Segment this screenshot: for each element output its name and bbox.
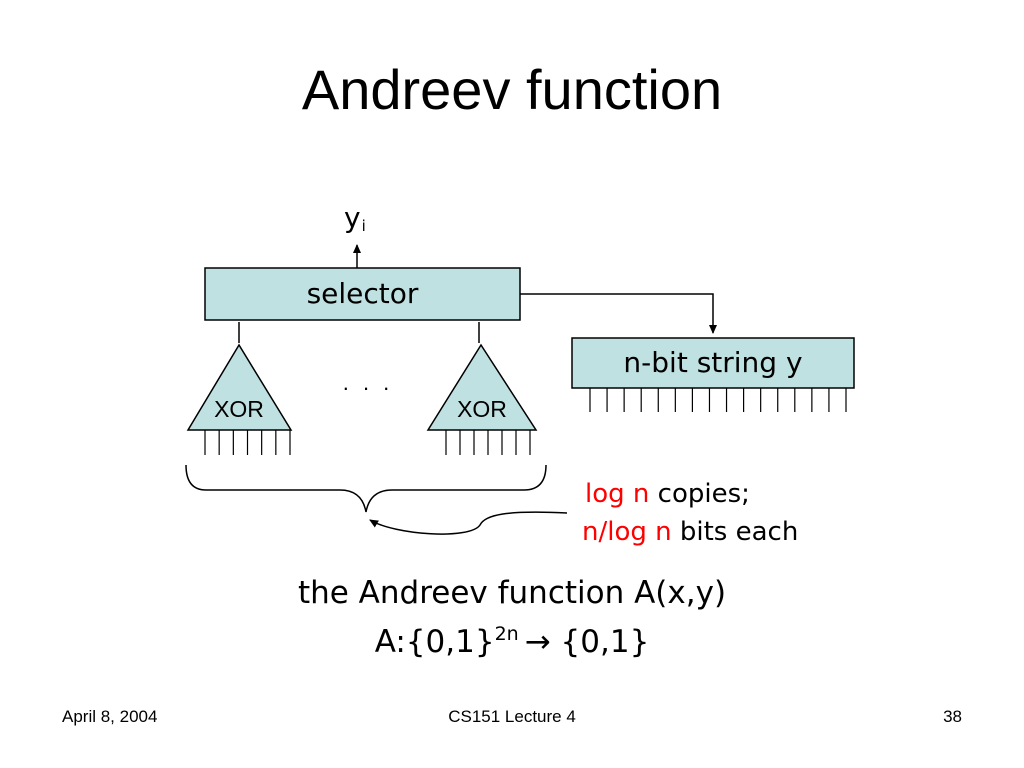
xor-left-label: XOR <box>214 396 264 422</box>
formula-line-2: A:{0,1}2n→ {0,1} <box>0 625 1024 658</box>
footer-page-number: 38 <box>943 707 962 726</box>
selector-to-string-arrow <box>520 293 717 334</box>
formula-domain: A:{0,1} <box>374 624 495 660</box>
note-line-2: n/log n bits each <box>582 519 798 545</box>
slide-title: Andreev function <box>301 58 723 121</box>
note-line-2-text: bits each <box>671 517 799 547</box>
xor-right-label: XOR <box>457 396 507 422</box>
note-line-1-text: copies; <box>649 479 750 509</box>
selector-label: selector <box>306 277 419 310</box>
string-bit-ticks <box>589 388 847 412</box>
xor-right-input-ticks <box>445 430 531 455</box>
formula-line-1: the Andreev function A(x,y) <box>297 575 727 611</box>
xor-right-gate <box>426 343 538 431</box>
output-label-yi: yi <box>344 201 366 235</box>
footer-course: CS151 Lecture 4 <box>448 707 576 726</box>
note-pointer-arrow <box>369 511 568 535</box>
footer-date: April 8, 2004 <box>62 707 158 726</box>
formula-codomain: {0,1} <box>550 624 650 660</box>
xor-left-gate <box>186 343 293 431</box>
xor-left-input-ticks <box>204 430 291 455</box>
formula-exponent: 2n <box>494 623 519 645</box>
note-line-2-red: n/log n <box>582 517 672 547</box>
ellipsis: . . . <box>342 370 394 395</box>
string-box <box>571 337 855 389</box>
string-label: n-bit string y <box>623 346 803 379</box>
note-line-1-red: log n <box>585 479 650 509</box>
selector-box <box>204 267 521 321</box>
copies-brace <box>185 464 547 513</box>
formula-arrow: → <box>524 624 551 660</box>
note-line-1: log n copies; <box>585 481 750 507</box>
